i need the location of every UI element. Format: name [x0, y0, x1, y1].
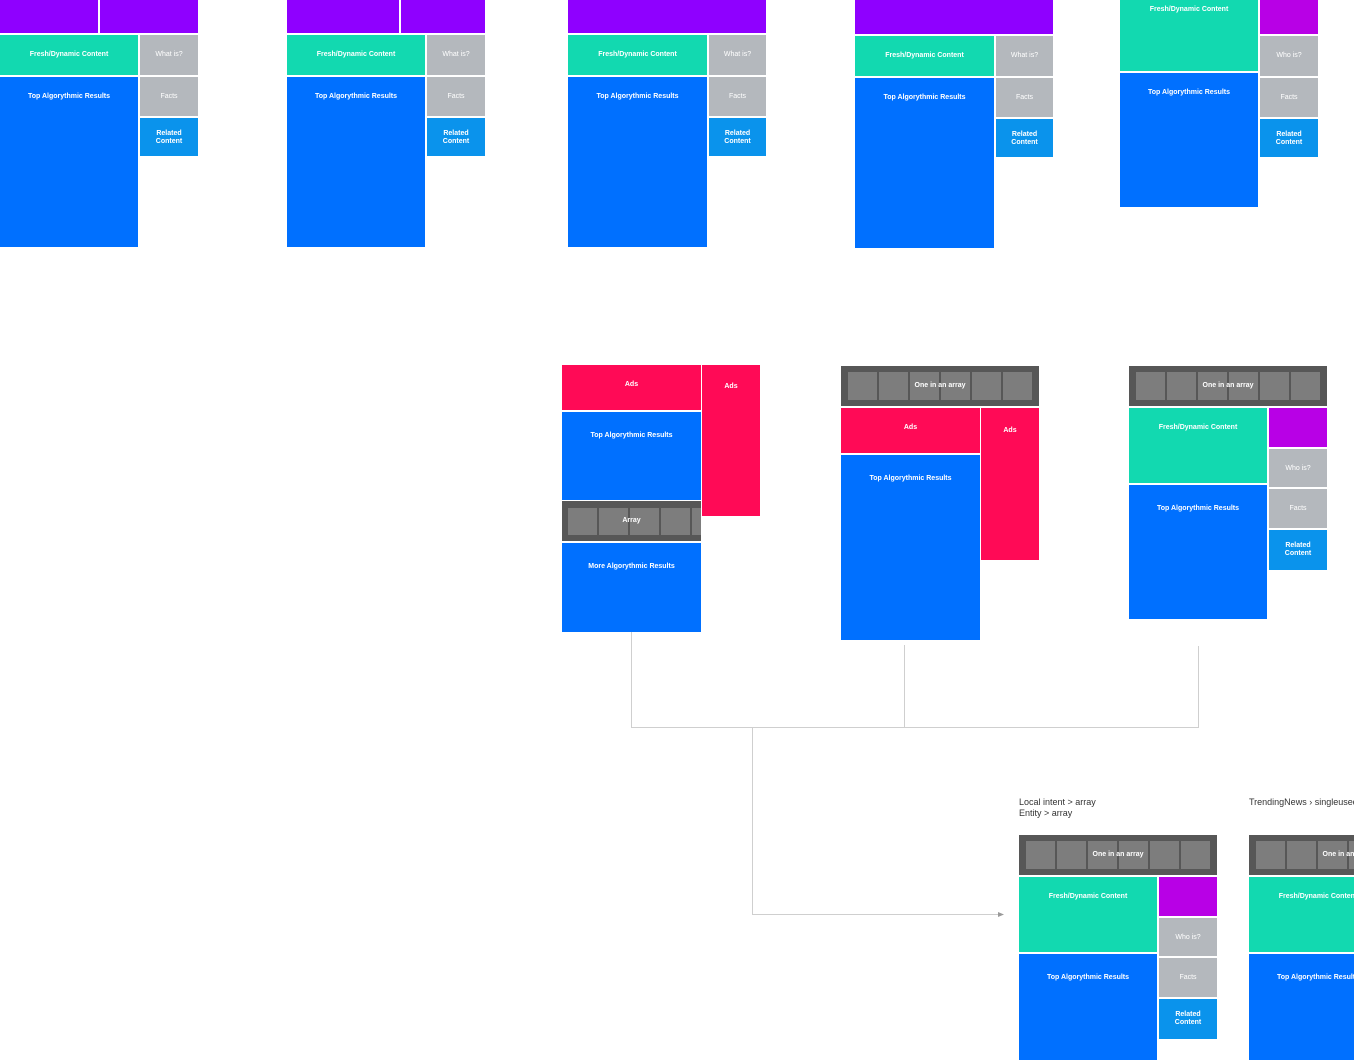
array-tile: [1291, 372, 1320, 400]
connector-left: [631, 632, 905, 728]
nav-block: [401, 0, 485, 33]
fresh-content-block: Fresh/Dynamic Content: [0, 35, 138, 75]
facts-block: Facts: [709, 77, 766, 116]
array-tile: [879, 372, 908, 400]
connector-right: [904, 646, 1199, 728]
fresh-content-block: Fresh/Dynamic Content: [568, 35, 707, 75]
fresh-content-block: Fresh/Dynamic Content: [1249, 877, 1354, 952]
top-results-block: Top Algorythmic Results: [568, 77, 707, 247]
array-label: One in an array: [1092, 851, 1144, 858]
array-tile: [1026, 841, 1055, 869]
array-label: One in an array: [914, 382, 966, 389]
what-is-block: What is?: [427, 35, 485, 75]
related-content-block: Related Content: [709, 118, 766, 156]
array-tile: [661, 508, 690, 535]
facts-block: Facts: [427, 77, 485, 116]
array-bar: One in an array: [1129, 366, 1327, 406]
top-results-block: Top Algorythmic Results: [841, 455, 980, 640]
related-content-block: Related Content: [140, 118, 198, 156]
array-bar: One in an array: [1019, 835, 1217, 875]
array-tile: [1256, 841, 1285, 869]
facts-block: Facts: [1159, 958, 1217, 997]
facts-block: Facts: [996, 78, 1053, 117]
what-is-block: What is?: [140, 35, 198, 75]
nav-block: [568, 0, 766, 33]
who-is-block: Who is?: [1260, 36, 1318, 76]
top-results-block: Top Algorythmic Results: [1249, 954, 1354, 1060]
array-label: Array: [622, 517, 641, 524]
what-is-block: What is?: [996, 36, 1053, 76]
array-tile: [630, 508, 659, 535]
ads-side-block: Ads: [981, 408, 1039, 560]
array-tile: [1057, 841, 1086, 869]
array-tile: [568, 508, 597, 535]
array-tile: [910, 372, 939, 400]
fresh-content-block: Fresh/Dynamic Content: [287, 35, 425, 75]
related-content-block: Related Content: [1159, 999, 1217, 1039]
ads-block: Ads: [841, 408, 980, 453]
ads-block: Ads: [562, 365, 701, 410]
top-results-block: Top Algorythmic Results: [287, 77, 425, 247]
array-tile: [1181, 841, 1210, 869]
array-tile: [692, 508, 701, 535]
note-entity: Entity > array: [1019, 808, 1073, 818]
nav-block: [287, 0, 399, 33]
array-tile: [1318, 841, 1347, 869]
array-tile: [1260, 372, 1289, 400]
nav-block: [0, 0, 98, 33]
array-tile: [1167, 372, 1196, 400]
top-results-block: Top Algorythmic Results: [1019, 954, 1157, 1060]
array-label: One in an array: [1322, 851, 1354, 858]
array-tile: [1349, 841, 1354, 869]
what-is-block: What is?: [709, 35, 766, 75]
facts-block: Facts: [1269, 489, 1327, 528]
array-bar: One in an array: [841, 366, 1039, 406]
array-tile: [848, 372, 877, 400]
array-tile: [1003, 372, 1032, 400]
ads-side-block: Ads: [702, 365, 760, 516]
facts-block: Facts: [1260, 78, 1318, 117]
nav-block: [100, 0, 198, 33]
fresh-content-block: Fresh/Dynamic Content: [1120, 0, 1258, 71]
who-is-block: Who is?: [1269, 449, 1327, 487]
entity-block: [1260, 0, 1318, 34]
arrow-head-icon: [998, 912, 1004, 917]
array-tile: [599, 508, 628, 535]
array-tile: [1198, 372, 1227, 400]
connector-down: [752, 727, 1000, 915]
related-content-block: Related Content: [1269, 530, 1327, 570]
related-content-block: Related Content: [996, 119, 1053, 157]
top-results-block: Top Algorythmic Results: [562, 412, 701, 500]
array-tile: [1287, 841, 1316, 869]
note-local-intent: Local intent > array: [1019, 797, 1096, 807]
entity-block: [1269, 408, 1327, 447]
fresh-content-block: Fresh/Dynamic Content: [1019, 877, 1157, 952]
array-tile: [1229, 372, 1258, 400]
related-content-block: Related Content: [427, 118, 485, 156]
fresh-content-block: Fresh/Dynamic Content: [1129, 408, 1267, 483]
array-bar: Array: [562, 501, 701, 541]
array-tile: [1119, 841, 1148, 869]
top-results-block: Top Algorythmic Results: [1120, 73, 1258, 207]
facts-block: Facts: [140, 77, 198, 116]
more-results-block: More Algorythmic Results: [562, 543, 701, 632]
top-results-block: Top Algorythmic Results: [1129, 485, 1267, 619]
array-bar: One in an array: [1249, 835, 1354, 875]
array-tile: [1136, 372, 1165, 400]
array-tile: [1088, 841, 1117, 869]
note-trending: TrendingNews › singleused: [1249, 797, 1354, 807]
entity-block: [1159, 877, 1217, 916]
layout-trending: One in an array Fresh/Dynamic Content To…: [1249, 835, 1354, 1060]
array-tile: [1150, 841, 1179, 869]
who-is-block: Who is?: [1159, 918, 1217, 956]
array-tile: [941, 372, 970, 400]
array-label: One in an array: [1202, 382, 1254, 389]
related-content-block: Related Content: [1260, 119, 1318, 157]
array-tile: [972, 372, 1001, 400]
fresh-content-block: Fresh/Dynamic Content: [855, 36, 994, 76]
top-results-block: Top Algorythmic Results: [855, 78, 994, 248]
top-results-block: Top Algorythmic Results: [0, 77, 138, 247]
nav-block: [855, 0, 1053, 34]
